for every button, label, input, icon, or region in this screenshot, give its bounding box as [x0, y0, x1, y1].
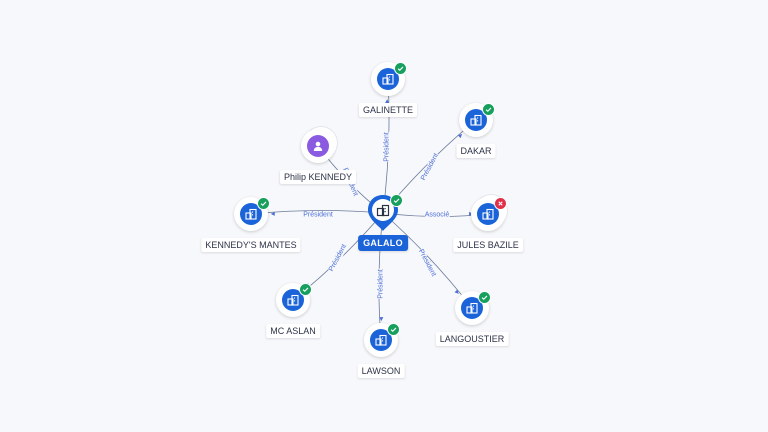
node-label-kennedys-mantes[interactable]: KENNEDY'S MANTES: [201, 238, 301, 252]
edge-arrow-langoustier: [454, 289, 459, 294]
verified-check-icon: [387, 323, 400, 336]
edge-arrow-dakar: [457, 133, 463, 139]
building-icon: [465, 109, 487, 131]
edge-arrow-lawson: [379, 317, 384, 322]
verified-check-icon: [299, 283, 312, 296]
edge-arrow-galinette: [385, 99, 390, 104]
verified-check-icon: [482, 103, 495, 116]
center-company-label[interactable]: GALALO: [358, 235, 408, 251]
node-label-mc-aslan[interactable]: MC ASLAN: [266, 324, 320, 338]
edge-label-jules-bazile: Associé: [424, 211, 450, 219]
building-icon: [377, 68, 399, 90]
building-icon: [282, 289, 304, 311]
edge-label-kennedys-mantes: Président: [303, 211, 333, 219]
verified-check-icon: [390, 194, 403, 207]
building-icon: [240, 203, 262, 225]
node-label-galinette[interactable]: GALINETTE: [358, 103, 418, 117]
verified-check-icon: [478, 291, 491, 304]
node-label-philip-kennedy[interactable]: Philip KENNEDY: [279, 170, 357, 184]
node-label-lawson[interactable]: LAWSON: [357, 364, 405, 378]
closed-cross-icon: [494, 197, 507, 210]
node-label-langoustier[interactable]: LANGOUSTIER: [435, 332, 509, 346]
verified-check-icon: [257, 197, 270, 210]
person-icon: [307, 135, 329, 157]
building-icon: [477, 203, 499, 225]
building-icon: [370, 329, 392, 351]
edge-label-galinette: Président: [383, 132, 391, 162]
verified-check-icon: [394, 62, 407, 75]
building-icon: [461, 297, 483, 319]
node-label-jules-bazile[interactable]: JULES BAZILE: [453, 238, 523, 252]
node-label-dakar[interactable]: DAKAR: [456, 144, 496, 158]
edge-arrow-kennedys-mantes: [270, 211, 275, 216]
edge-label-lawson: Président: [377, 269, 385, 299]
